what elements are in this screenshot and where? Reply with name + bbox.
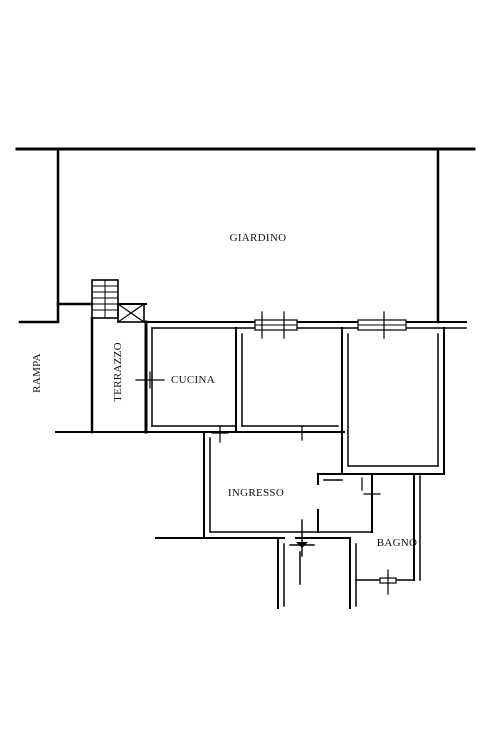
exterior-walls	[91, 321, 467, 475]
label-rampa: RAMPA	[31, 353, 43, 393]
crosshair-marks	[135, 371, 389, 595]
terrace-walls	[55, 316, 153, 434]
staircase	[91, 279, 145, 323]
label-ingresso: INGRESSO	[228, 487, 284, 499]
label-cucina: CUCINA	[171, 374, 215, 386]
interior-walls	[155, 327, 421, 609]
label-terrazzo: TERRAZZO	[112, 342, 124, 402]
label-bagno: BAGNO	[377, 537, 418, 549]
label-giardino: GIARDINO	[230, 232, 287, 244]
